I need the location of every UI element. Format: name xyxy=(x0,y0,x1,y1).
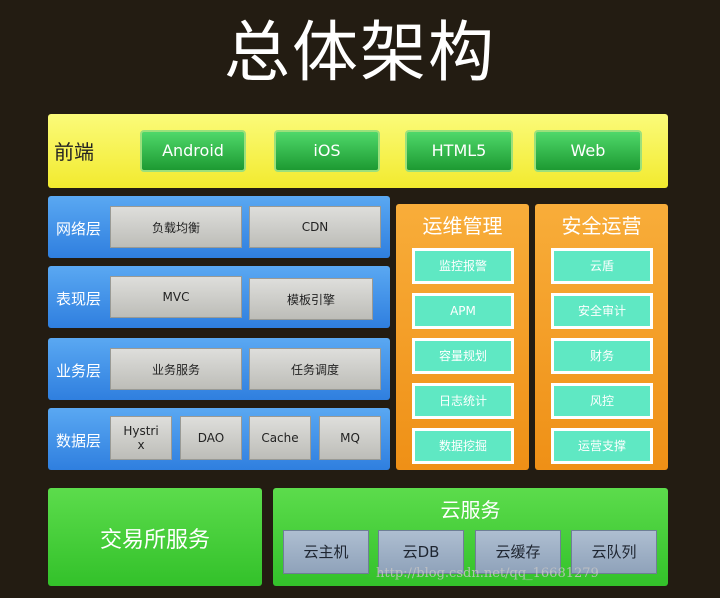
presentation-mvc: MVC xyxy=(110,276,242,318)
network-layer-label: 网络层 xyxy=(56,220,102,238)
security-audit: 安全审计 xyxy=(551,293,653,329)
presentation-layer-label: 表现层 xyxy=(56,290,102,308)
business-layer-label: 业务层 xyxy=(56,362,102,380)
ops-capacity-planning: 容量规划 xyxy=(412,338,514,374)
frontend-layer: 前端 Android iOS HTML5 Web xyxy=(48,114,668,188)
cloud-services: 云服务 云主机 云DB 云缓存 云队列 xyxy=(273,488,668,586)
business-layer: 业务层 业务服务 任务调度 xyxy=(48,338,390,400)
diagram-title: 总体架构 xyxy=(224,14,496,91)
data-hystrix: Hystrix xyxy=(110,416,172,460)
frontend-ios: iOS xyxy=(274,130,380,172)
cloud-services-title: 云服务 xyxy=(440,498,501,522)
presentation-layer: 表现层 MVC 模板引擎 xyxy=(48,266,390,328)
cloud-cache: 云缓存 xyxy=(475,530,561,574)
ops-apm: APM xyxy=(412,293,514,329)
exchange-service-label: 交易所服务 xyxy=(99,528,210,553)
frontend-web: Web xyxy=(534,130,642,172)
data-layer: 数据层 Hystrix DAO Cache MQ xyxy=(48,408,390,470)
presentation-template-engine: 模板引擎 xyxy=(249,278,373,320)
network-load-balancer: 负载均衡 xyxy=(110,206,242,248)
ops-monitoring-alerts: 监控报警 xyxy=(412,248,514,284)
network-layer: 网络层 负载均衡 CDN xyxy=(48,196,390,258)
security-ops-support: 运营支撑 xyxy=(551,428,653,464)
cloud-host: 云主机 xyxy=(283,530,369,574)
cloud-queue: 云队列 xyxy=(571,530,657,574)
data-cache: Cache xyxy=(249,416,311,460)
data-dao: DAO xyxy=(180,416,242,460)
ops-title: 运维管理 xyxy=(422,214,503,238)
security-cloud-shield: 云盾 xyxy=(551,248,653,284)
exchange-service: 交易所服务 xyxy=(48,488,262,586)
watermark: http://blog.csdn.net/qq_16681279 xyxy=(376,566,599,581)
security-risk-control: 风控 xyxy=(551,383,653,419)
frontend-android: Android xyxy=(140,130,246,172)
ops-log-statistics: 日志统计 xyxy=(412,383,514,419)
frontend-label: 前端 xyxy=(54,140,94,164)
security-finance: 财务 xyxy=(551,338,653,374)
ops-data-mining: 数据挖掘 xyxy=(412,428,514,464)
ops-management: 运维管理 监控报警 APM 容量规划 日志统计 数据挖掘 xyxy=(396,204,529,470)
security-operations: 安全运营 云盾 安全审计 财务 风控 运营支撑 xyxy=(535,204,668,470)
security-title: 安全运营 xyxy=(561,214,642,238)
network-cdn: CDN xyxy=(249,206,381,248)
cloud-db: 云DB xyxy=(378,530,464,574)
frontend-html5: HTML5 xyxy=(405,130,513,172)
business-service: 业务服务 xyxy=(110,348,242,390)
data-mq: MQ xyxy=(319,416,381,460)
data-layer-label: 数据层 xyxy=(56,432,102,450)
business-task-scheduling: 任务调度 xyxy=(249,348,381,390)
